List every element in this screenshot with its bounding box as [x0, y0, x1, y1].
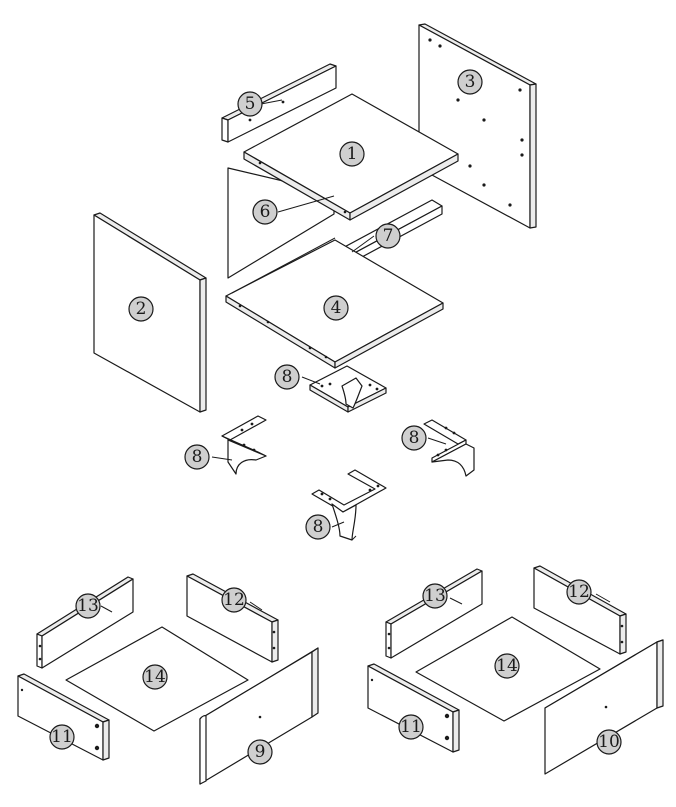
foot-right: [423, 419, 475, 477]
callout-14-right: 14: [494, 653, 520, 679]
callout-11-right: 11: [398, 714, 424, 740]
right-drawer-front: [544, 639, 664, 775]
callout-12-left: 12: [221, 587, 247, 613]
svg-text:14: 14: [496, 656, 518, 676]
callout-10: 10: [596, 729, 622, 755]
callout-13-left: 13: [75, 593, 101, 619]
svg-text:14: 14: [144, 667, 166, 687]
svg-text:1: 1: [347, 144, 358, 164]
callout-2: 2: [128, 296, 154, 322]
svg-text:8: 8: [313, 517, 324, 537]
callout-11-left: 11: [49, 724, 75, 750]
svg-text:3: 3: [465, 72, 476, 92]
callout-8-left: 8: [184, 444, 210, 470]
callout-13-right: 13: [422, 583, 448, 609]
right-drawer-left-side: [367, 663, 460, 753]
svg-text:11: 11: [400, 717, 422, 737]
callout-9: 9: [247, 739, 273, 765]
callout-7: 7: [375, 223, 401, 249]
svg-text:12: 12: [223, 590, 245, 610]
callout-5: 5: [237, 91, 263, 117]
svg-text:6: 6: [260, 202, 271, 222]
callout-14-left: 14: [142, 664, 168, 690]
svg-text:11: 11: [51, 727, 73, 747]
svg-text:13: 13: [77, 596, 99, 616]
callout-6: 6: [252, 199, 278, 225]
leader-lines: [100, 99, 611, 613]
svg-text:8: 8: [282, 367, 293, 387]
svg-text:8: 8: [409, 428, 420, 448]
svg-text:8: 8: [192, 447, 203, 467]
foot-left: [221, 415, 267, 475]
foot-rear: [309, 365, 387, 413]
left-drawer-right-side: [186, 573, 279, 663]
svg-text:4: 4: [331, 298, 342, 318]
callout-8-rear: 8: [274, 364, 300, 390]
part-back-panel: [418, 23, 537, 229]
svg-text:5: 5: [245, 94, 256, 114]
svg-text:2: 2: [136, 299, 147, 319]
svg-text:7: 7: [383, 226, 394, 246]
callout-8-front: 8: [305, 514, 331, 540]
svg-text:9: 9: [255, 742, 266, 762]
left-drawer-front: [199, 647, 319, 785]
callout-8-right: 8: [401, 425, 427, 451]
svg-text:13: 13: [424, 586, 446, 606]
svg-text:12: 12: [568, 582, 590, 602]
callout-4: 4: [323, 295, 349, 321]
svg-text:10: 10: [598, 732, 620, 752]
callout-3: 3: [457, 69, 483, 95]
callout-12-right: 12: [566, 579, 592, 605]
left-drawer-left-side: [17, 673, 110, 761]
callout-1: 1: [339, 141, 365, 167]
